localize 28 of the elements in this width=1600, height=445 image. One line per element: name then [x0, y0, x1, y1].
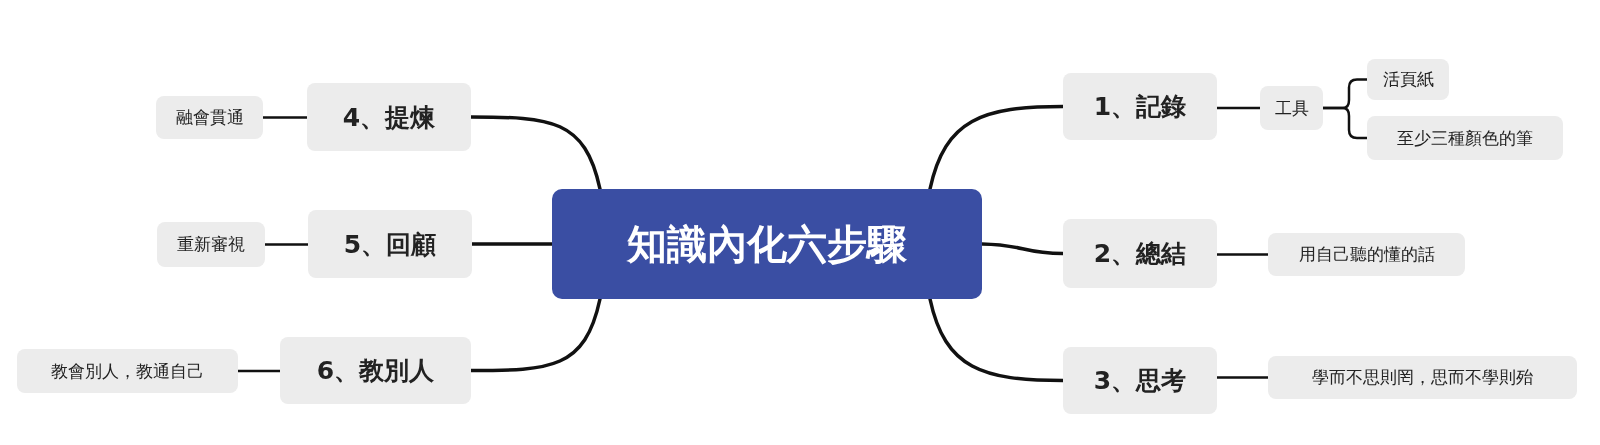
topic-box: 6、教別人 [280, 337, 471, 404]
connector-line [469, 115, 602, 191]
subtopic-box: 重新審視 [157, 222, 265, 267]
subtopic-box: 至少三種顏色的筆 [1367, 116, 1563, 160]
connector-line [928, 104, 1065, 191]
central-topic-box: 知識內化六步驟 [552, 189, 982, 299]
topic-box: 2、總結 [1063, 219, 1217, 288]
connector-line [263, 243, 310, 246]
subtopic-box: 用自己聽的懂的話 [1268, 233, 1465, 276]
subtopic-box: 工具 [1260, 86, 1323, 130]
subtopic-box: 學而不思則罔，思而不學則殆 [1268, 356, 1577, 399]
connector-line [236, 369, 282, 373]
connector-line [928, 297, 1065, 383]
topic-box: 4、提煉 [307, 83, 471, 151]
topic-box: 5、回顧 [308, 210, 472, 278]
connector-line [980, 242, 1065, 256]
topic-box: 1、記錄 [1063, 73, 1217, 140]
connector-line [1215, 106, 1262, 110]
topic-box: 3、思考 [1063, 347, 1217, 414]
subtopic-box: 融會貫通 [156, 96, 263, 139]
connector-line [469, 297, 602, 373]
connector-line [1321, 106, 1369, 140]
subtopic-box: 活頁紙 [1367, 59, 1449, 100]
subtopic-box: 教會別人，教通自己 [17, 349, 238, 393]
connector-line [261, 116, 309, 119]
connector-line [1215, 253, 1270, 256]
connector-line [470, 242, 554, 246]
connector-line [1215, 376, 1270, 379]
